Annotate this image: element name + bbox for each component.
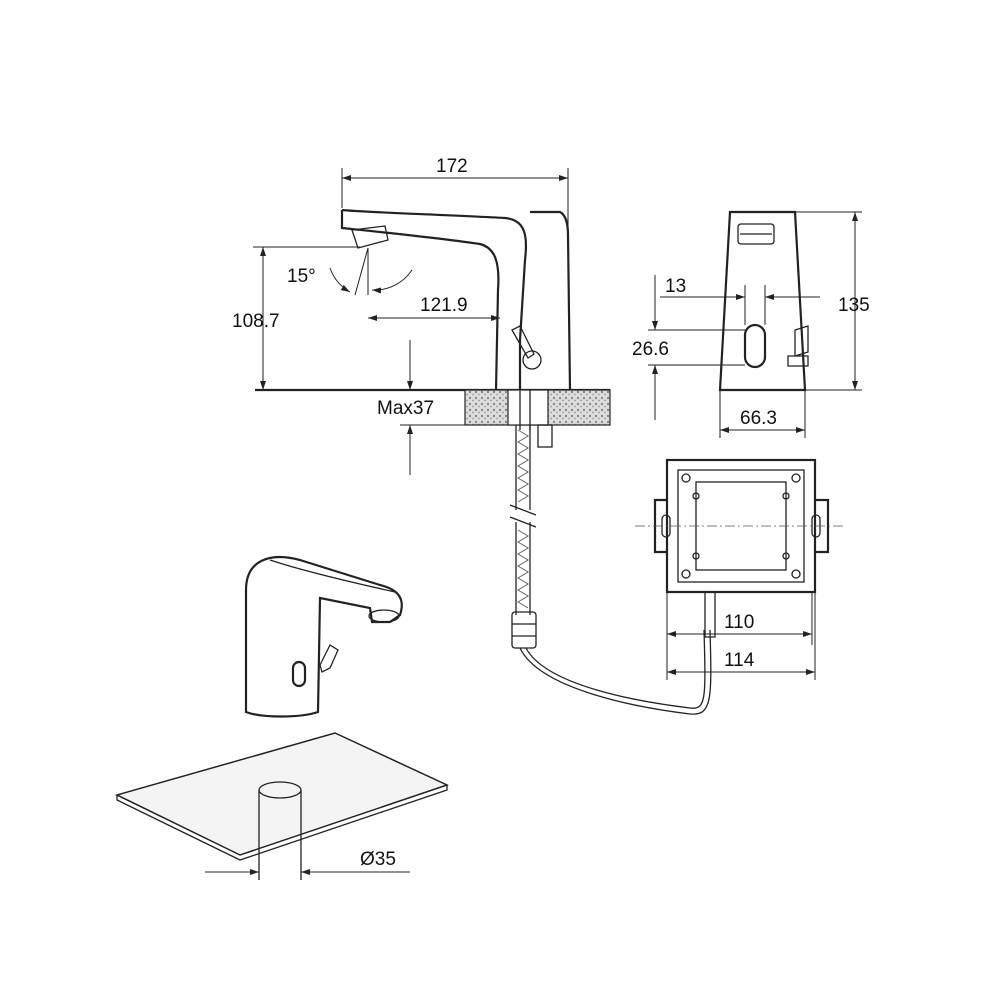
label-110: 110 [724,612,754,633]
dimension-121-9: 121.9 [368,295,500,321]
side-view-faucet [255,208,610,392]
perspective-faucet [244,556,403,718]
dimension-110: 110 [666,592,816,680]
label-121-9: 121.9 [420,295,468,316]
dimension-114: 114 [667,650,815,675]
dimension-172: 172 [341,156,569,230]
label-114: 114 [724,650,755,671]
control-box [635,458,845,638]
label-172: 172 [436,156,468,177]
dimension-max37: Max37 [377,340,434,475]
dimension-diameter-35: Ø35 [205,849,410,875]
label-13: 13 [665,276,686,297]
label-angle: 15° [287,266,316,287]
spout-angle-indicator [329,247,413,296]
label-26-6: 26.6 [632,339,669,360]
label-135: 135 [838,295,870,316]
label-108-7: 108.7 [232,311,280,332]
dimension-26-6: 26.6 [632,275,745,420]
supply-hose [509,425,712,715]
label-diameter-35: Ø35 [360,849,396,870]
front-view-faucet [718,210,809,392]
label-max37: Max37 [377,398,434,419]
dimension-13: 13 [660,276,820,325]
mounting-plate [114,732,450,880]
dimension-66-3: 66.3 [719,390,806,438]
dimension-108-7: 108.7 [232,246,360,390]
dimension-135: 135 [795,211,870,391]
label-66-3: 66.3 [740,408,777,429]
countertop-section [400,389,611,448]
